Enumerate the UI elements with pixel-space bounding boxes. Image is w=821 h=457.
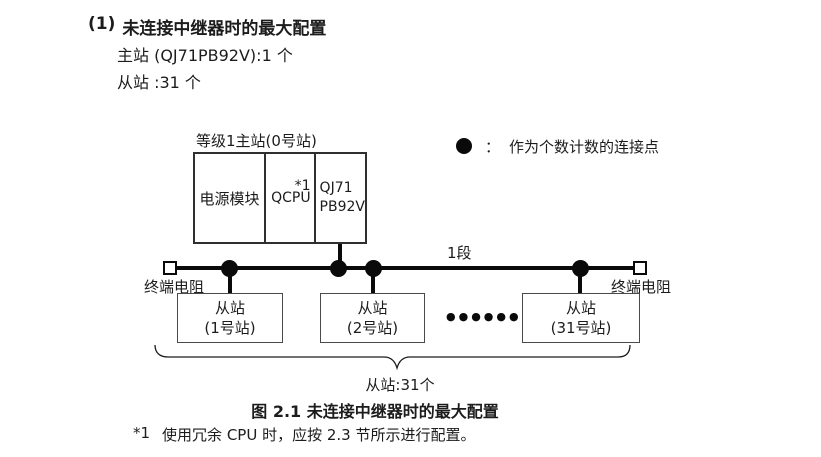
qcpu-module-cell: QCPU *1: [266, 154, 316, 242]
slave-total-label: 从站:31个: [365, 376, 435, 394]
legend: ： 作为个数计数的连接点: [456, 136, 659, 156]
connection-point-dot-icon: [365, 260, 382, 277]
legend-separator: ：: [485, 137, 501, 156]
slave31-number: (31号站): [550, 319, 612, 337]
qcpu-label: QCPU: [271, 190, 311, 206]
slave1-title: 从站: [214, 298, 245, 317]
slave-station-box-2: 从站 (2号站): [320, 293, 425, 343]
terminator-square-icon: [633, 261, 647, 275]
figure-caption: 图 2.1 未连接中继器时的最大配置: [251, 402, 499, 421]
bus-line: [170, 266, 640, 270]
slave2-title: 从站: [357, 298, 388, 317]
segment-label: 1段: [447, 244, 472, 262]
brace-bracket: [154, 344, 631, 371]
section-number: (1): [88, 14, 116, 34]
connection-point-dot-icon: [221, 260, 238, 277]
legend-label: 作为个数计数的连接点: [509, 137, 660, 156]
slave-station-box-1: 从站 (1号站): [177, 293, 283, 343]
section-title: 未连接中继器时的最大配置: [122, 19, 327, 39]
section-heading: (1) 未连接中继器时的最大配置: [88, 14, 326, 39]
slave-count-line: 从站 :31 个: [117, 73, 201, 92]
terminator-label-left: 终端电阻: [144, 278, 205, 296]
slave31-title: 从站: [565, 298, 596, 317]
master-station-label: 等级1主站(0号站): [196, 132, 317, 150]
master-drop-line: [338, 244, 342, 270]
slaves-ellipsis-dots: ●●●●●●: [446, 310, 522, 323]
connection-point-dot-icon: [330, 260, 347, 277]
master-count-line: 主站 (QJ71PB92V):1 个: [117, 46, 293, 65]
terminator-label-right: 终端电阻: [611, 278, 672, 296]
footnote-ref: *1: [133, 424, 151, 442]
connection-point-dot-icon: [572, 260, 589, 277]
slave2-number: (2号站): [346, 319, 399, 337]
pb92v-module-cell: QJ71 PB92V: [319, 180, 365, 215]
slave31-drop-line: [578, 268, 582, 294]
footnote: *1 使用冗余 CPU 时，应按 2.3 节所示进行配置。: [133, 424, 475, 445]
connection-point-dot-icon: [456, 138, 472, 154]
slave2-drop-line: [371, 268, 375, 294]
footnote-text: 使用冗余 CPU 时，应按 2.3 节所示进行配置。: [162, 426, 476, 444]
slave-station-box-31: 从站 (31号站): [522, 293, 640, 343]
master-station-box: 电源模块 QCPU *1 QJ71 PB92V: [193, 152, 367, 244]
terminator-square-icon: [163, 261, 177, 275]
power-module-cell: 电源模块: [195, 154, 267, 242]
footnote-ref-marker: *1: [294, 178, 311, 194]
slave1-number: (1号站): [204, 319, 256, 337]
slave1-drop-line: [228, 268, 232, 294]
